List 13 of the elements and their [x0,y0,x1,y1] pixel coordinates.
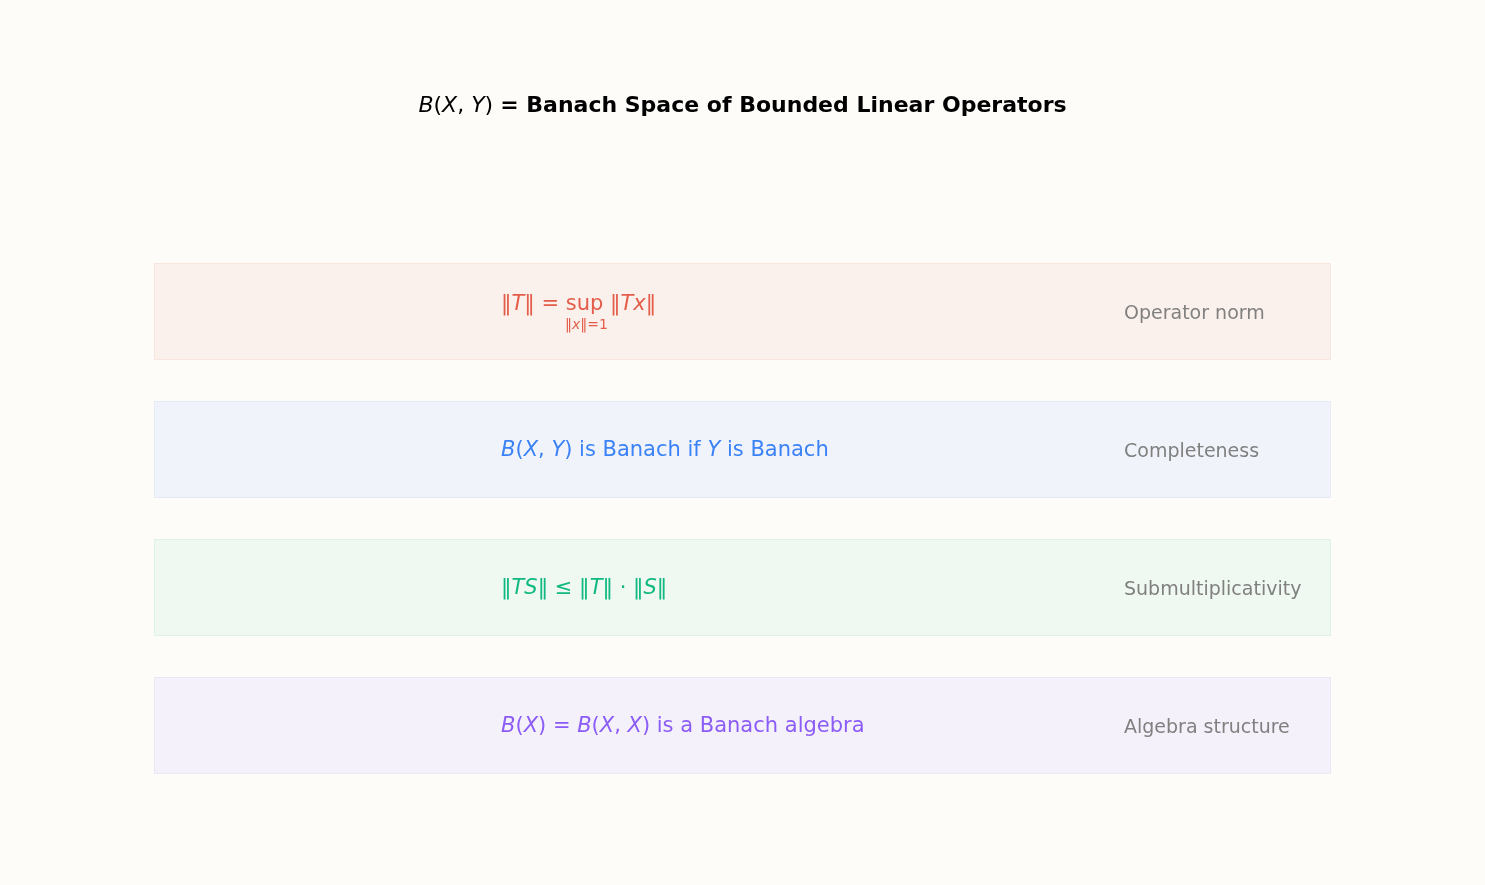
formula: ‖TS‖ ≤ ‖T‖ · ‖S‖ [501,574,668,601]
property-label: Completeness [1124,437,1260,463]
formula: ‖T‖ = sup ‖Tx‖ [501,289,657,316]
property-label: Algebra structure [1124,713,1290,739]
property-label: Operator norm [1124,299,1265,325]
formula: B(X) = B(X, X) is a Banach algebra [501,712,865,739]
diagram-title: B(X, Y) = Banach Space of Bounded Linear Operators [418,91,1067,119]
property-band [154,539,1331,636]
property-band [154,401,1331,498]
formula: B(X, Y) is Banach if Y is Banach [501,436,829,463]
formula-subscript: ‖x‖=1 [565,315,609,334]
property-band [154,263,1331,360]
property-label: Submultiplicativity [1124,575,1302,601]
